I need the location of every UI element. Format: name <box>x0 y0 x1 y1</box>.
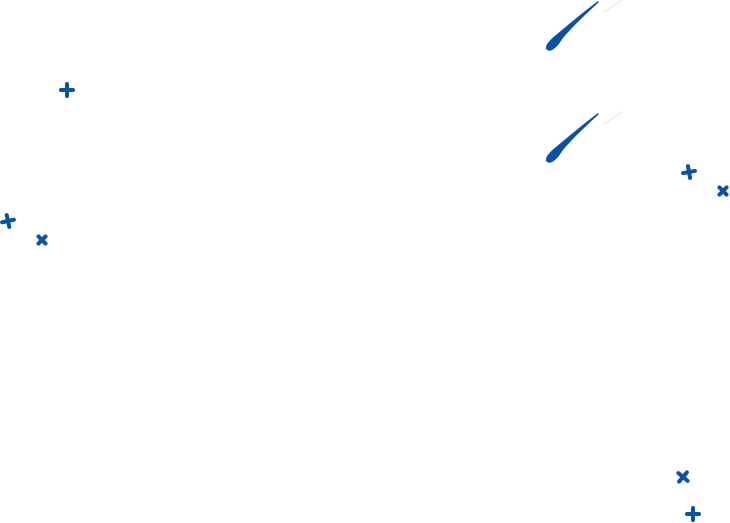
cross-sparkle-icon <box>36 234 48 246</box>
plus-sparkle-icon <box>681 164 697 180</box>
cross-sparkle-icon <box>676 470 690 484</box>
plus-sparkle-icon <box>0 213 16 229</box>
cross-sparkle-icon <box>717 185 729 197</box>
plus-sparkle-icon <box>59 82 75 98</box>
plus-sparkle-icon <box>685 506 701 522</box>
shooting-star-icon <box>545 111 623 163</box>
shooting-star-icon <box>545 0 623 51</box>
